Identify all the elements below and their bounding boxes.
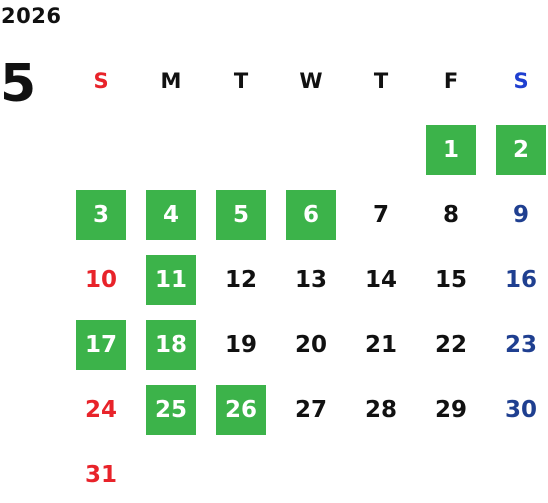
day-cell-9[interactable]: 9 bbox=[512, 202, 529, 228]
day-cell-2[interactable]: 2 bbox=[496, 125, 546, 175]
weekday-header-0: S bbox=[93, 69, 109, 93]
year-label: 2026 bbox=[1, 4, 62, 28]
day-cell-13[interactable]: 13 bbox=[294, 267, 327, 293]
weekday-header-5: F bbox=[443, 69, 459, 93]
day-cell-19[interactable]: 19 bbox=[224, 332, 257, 358]
day-cell-22[interactable]: 22 bbox=[434, 332, 467, 358]
day-cell-29[interactable]: 29 bbox=[434, 397, 467, 423]
weekday-header-2: T bbox=[233, 69, 249, 93]
day-cell-3[interactable]: 3 bbox=[76, 190, 126, 240]
day-cell-26[interactable]: 26 bbox=[216, 385, 266, 435]
day-cell-1[interactable]: 1 bbox=[426, 125, 476, 175]
day-cell-27[interactable]: 27 bbox=[294, 397, 327, 423]
month-number: 5 bbox=[0, 54, 37, 114]
day-cell-28[interactable]: 28 bbox=[364, 397, 397, 423]
weekday-header-3: W bbox=[299, 69, 323, 93]
day-cell-15[interactable]: 15 bbox=[434, 267, 467, 293]
day-cell-30[interactable]: 30 bbox=[504, 397, 537, 423]
day-cell-23[interactable]: 23 bbox=[504, 332, 537, 358]
day-cell-4[interactable]: 4 bbox=[146, 190, 196, 240]
day-cell-21[interactable]: 21 bbox=[364, 332, 397, 358]
day-cell-16[interactable]: 16 bbox=[504, 267, 537, 293]
day-cell-5[interactable]: 5 bbox=[216, 190, 266, 240]
day-cell-14[interactable]: 14 bbox=[364, 267, 397, 293]
weekday-header-4: T bbox=[373, 69, 389, 93]
day-cell-24[interactable]: 24 bbox=[84, 397, 117, 423]
weekday-header-6: S bbox=[513, 69, 529, 93]
weekday-header-1: M bbox=[160, 69, 182, 93]
day-cell-11[interactable]: 11 bbox=[146, 255, 196, 305]
day-cell-8[interactable]: 8 bbox=[442, 202, 459, 228]
day-cell-17[interactable]: 17 bbox=[76, 320, 126, 370]
day-cell-10[interactable]: 10 bbox=[84, 267, 117, 293]
day-cell-12[interactable]: 12 bbox=[224, 267, 257, 293]
day-cell-6[interactable]: 6 bbox=[286, 190, 336, 240]
day-cell-31[interactable]: 31 bbox=[84, 462, 117, 488]
day-cell-18[interactable]: 18 bbox=[146, 320, 196, 370]
day-cell-20[interactable]: 20 bbox=[294, 332, 327, 358]
day-cell-25[interactable]: 25 bbox=[146, 385, 196, 435]
day-cell-7[interactable]: 7 bbox=[372, 202, 389, 228]
